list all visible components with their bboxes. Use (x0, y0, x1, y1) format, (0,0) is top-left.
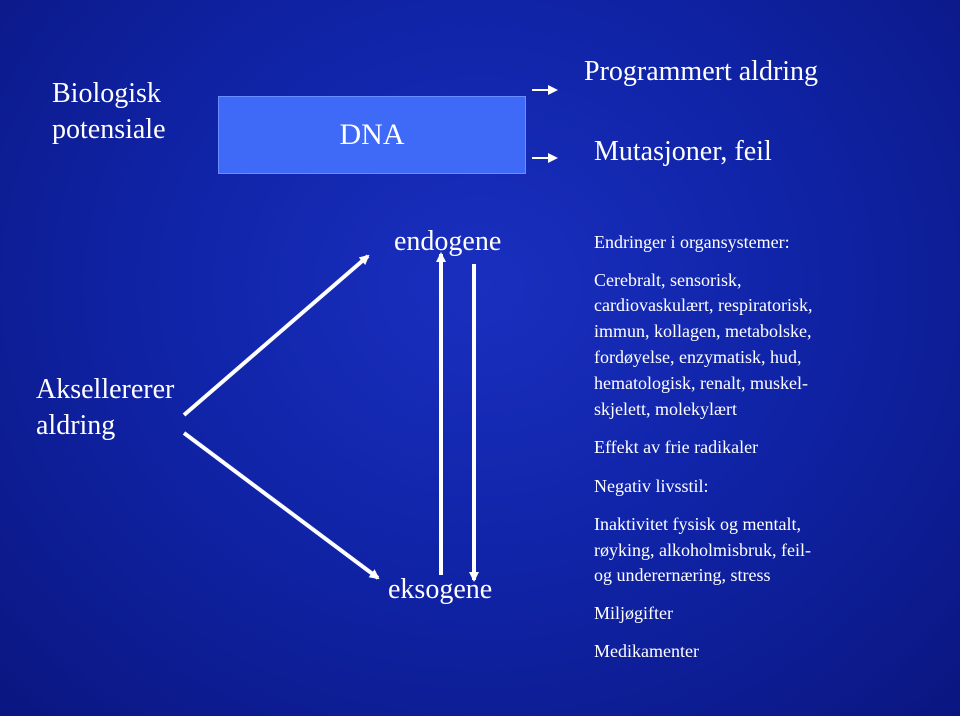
right-line-5: hematologisk, renalt, muskel- (594, 373, 808, 393)
dna-box: DNA (218, 96, 526, 174)
aksellererer-line1: Aksellererer (36, 374, 175, 405)
programmert-aldring-label: Programmert aldring (584, 56, 819, 87)
right-line-11: og underernæring, stress (594, 565, 771, 585)
right-line-0: Endringer i organsystemer: (594, 232, 790, 252)
aksellererer-line2: aldring (36, 410, 116, 441)
right-line-12: Miljøgifter (594, 603, 673, 623)
biologisk-line2: potensiale (52, 114, 166, 145)
mutasjoner-label: Mutasjoner, feil (594, 136, 772, 167)
right-line-1: Cerebralt, sensorisk, (594, 270, 742, 290)
arrow-to-endogene (182, 254, 370, 417)
right-line-9: Inaktivitet fysisk og mentalt, (594, 514, 801, 534)
aksellererer-aldring-label: Aksellererer aldring (36, 372, 174, 444)
endogene-label: endogene (394, 226, 502, 257)
right-line-3: immun, kollagen, metabolske, (594, 321, 812, 341)
eksogene-label: eksogene (388, 574, 493, 605)
right-line-10: røyking, alkoholmisbruk, feil- (594, 540, 811, 560)
right-line-7: Effekt av frie radikaler (594, 437, 759, 457)
right-line-13: Medikamenter (594, 641, 699, 661)
right-line-4: fordøyelse, enzymatisk, hud, (594, 347, 802, 367)
dna-label: DNA (339, 118, 405, 151)
right-line-8: Negativ livsstil: (594, 476, 709, 496)
biologisk-potensiale-label: Biologisk potensiale (52, 76, 166, 148)
right-line-6: skjelett, molekylært (594, 399, 737, 419)
arrow-to-eksogene (182, 431, 380, 580)
biologisk-line1: Biologisk (52, 78, 161, 109)
right-line-2: cardiovaskulært, respiratorisk, (594, 295, 813, 315)
